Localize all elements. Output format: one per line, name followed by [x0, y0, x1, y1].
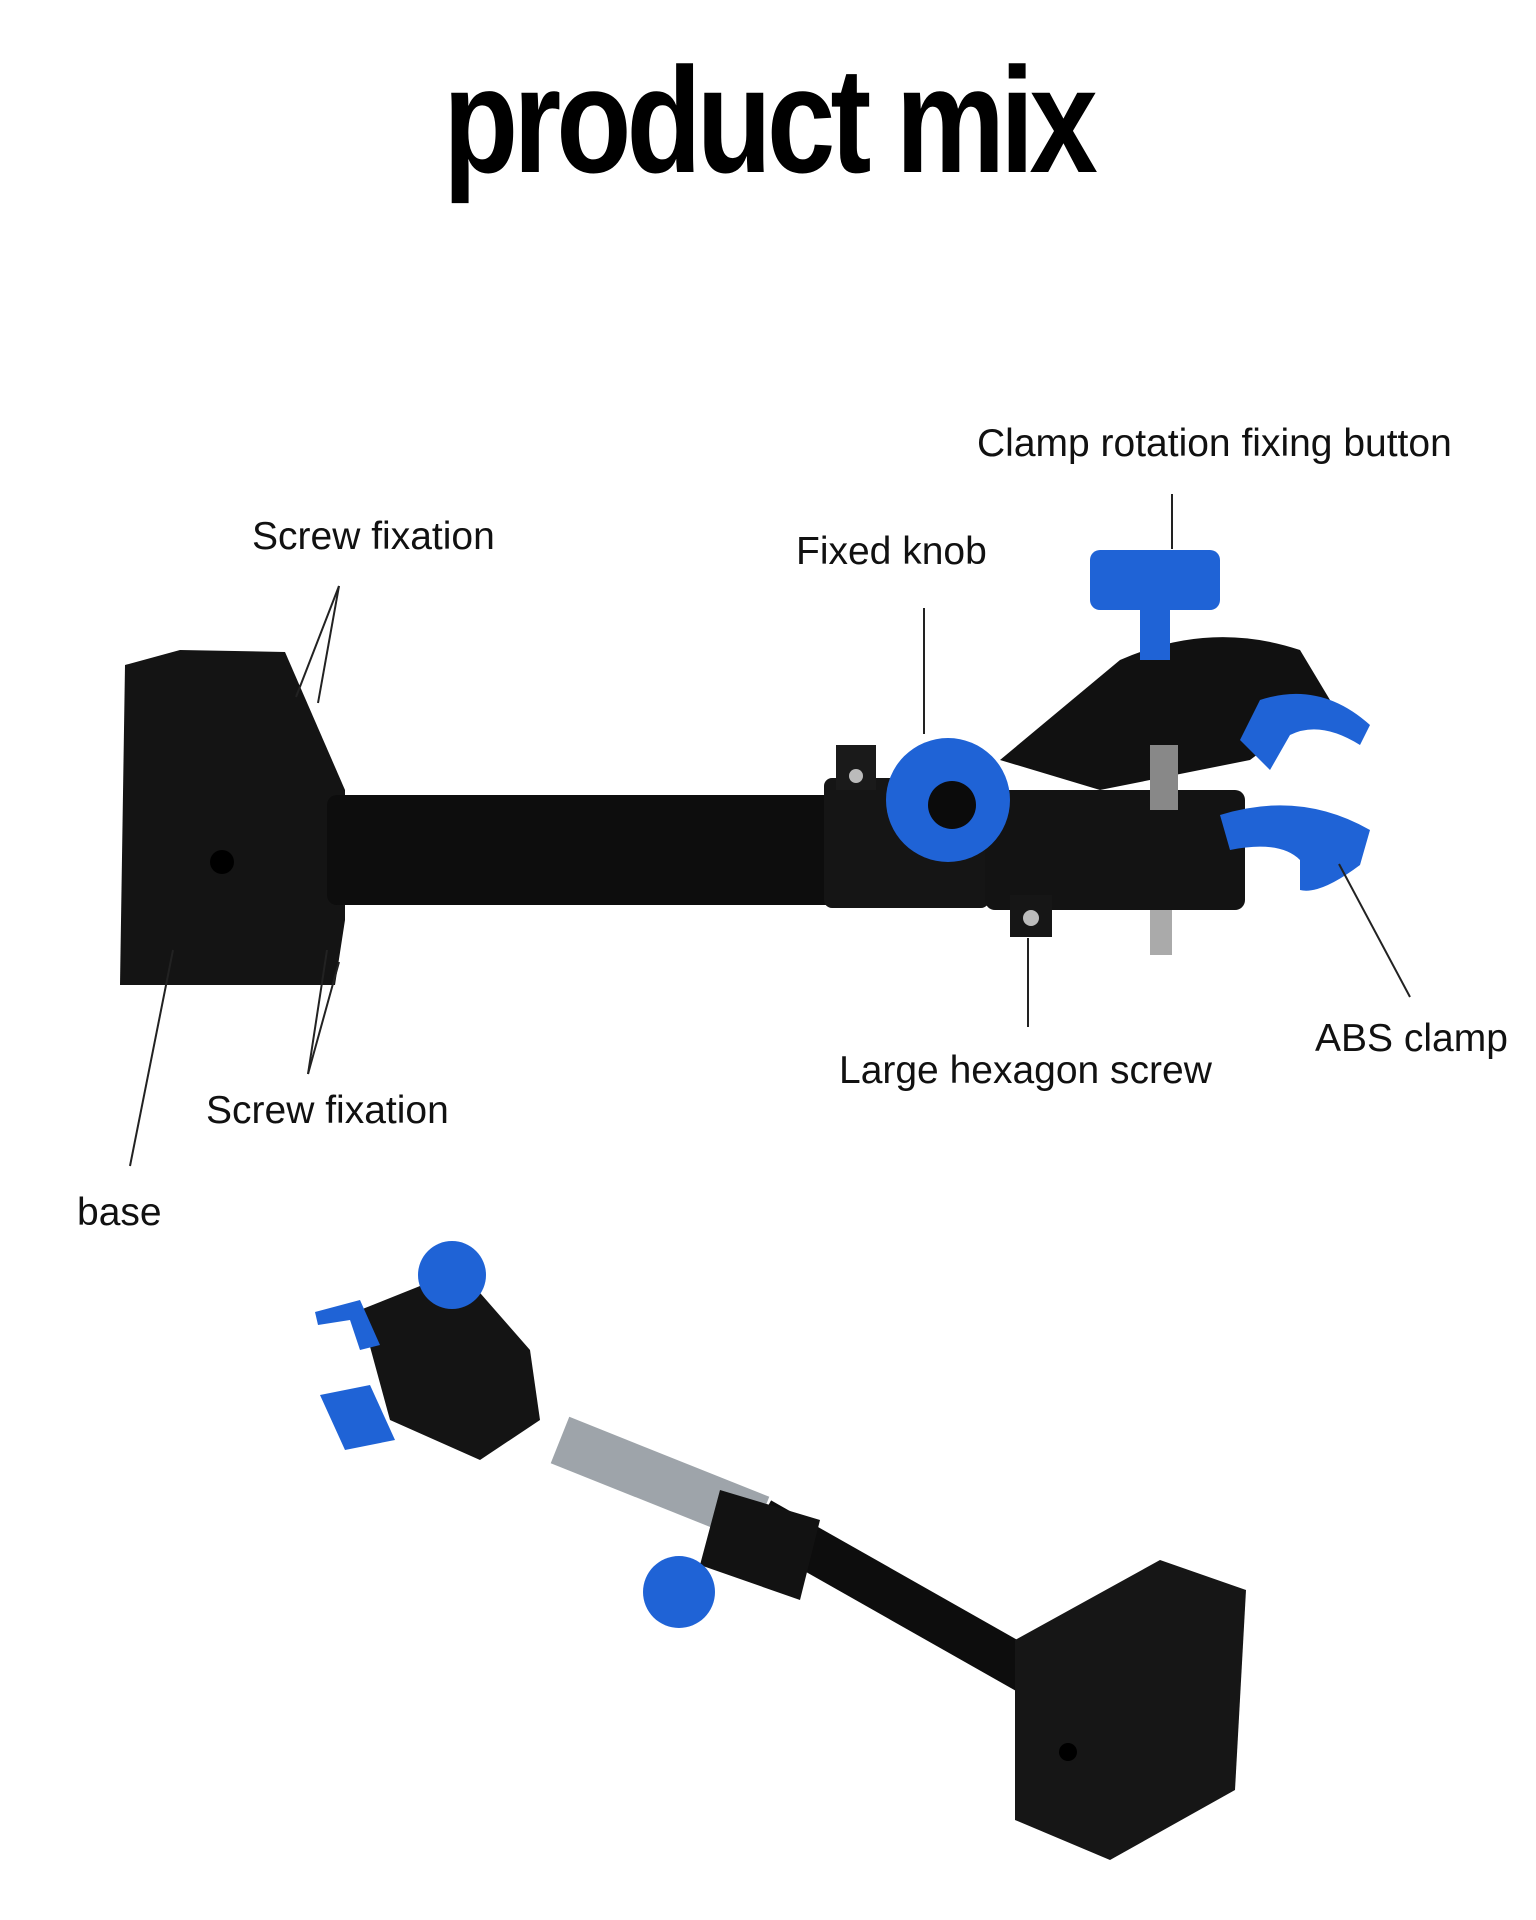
label-screw-fixation-bottom: Screw fixation [206, 1089, 449, 1132]
base-hole-2 [1059, 1743, 1077, 1761]
clamp-body [985, 790, 1245, 910]
label-clamp-rotation-fixing-button: Clamp rotation fixing button [977, 422, 1452, 465]
collar-bracket [836, 745, 876, 790]
label-base: base [77, 1191, 162, 1234]
clamp-body-2 [360, 1270, 540, 1460]
bottom-bolt [1150, 910, 1172, 955]
label-abs-clamp: ABS clamp [1315, 1017, 1508, 1060]
upper-jaw [1000, 637, 1330, 790]
page-title: product mix [443, 36, 1098, 204]
jaw-pad-upper-2 [315, 1300, 380, 1350]
tube-collar-2 [700, 1490, 820, 1600]
fixed-knob-center [928, 781, 976, 829]
clamp-knob-2 [418, 1241, 486, 1309]
adjust-knob-2 [643, 1556, 715, 1628]
upper-jaw-pad [1240, 693, 1370, 770]
clamp-rotation-knob [1090, 550, 1220, 610]
jaw-pad-lower-2 [320, 1385, 395, 1450]
collar-screw [849, 769, 863, 783]
lower-jaw-pad [1220, 805, 1370, 891]
label-large-hexagon-screw: Large hexagon screw [839, 1049, 1212, 1092]
base-block-2 [1015, 1560, 1246, 1860]
wall-base-block [120, 650, 345, 985]
hex-screw [1023, 910, 1039, 926]
base-screw-hole [210, 850, 234, 874]
label-fixed-knob: Fixed knob [796, 530, 987, 573]
main-tube [327, 795, 842, 905]
leader-lines [129, 494, 1411, 1167]
top-product [120, 550, 1370, 985]
clamp-spring [1150, 745, 1178, 810]
bottom-product [315, 1241, 1246, 1860]
label-screw-fixation-top: Screw fixation [252, 515, 495, 558]
